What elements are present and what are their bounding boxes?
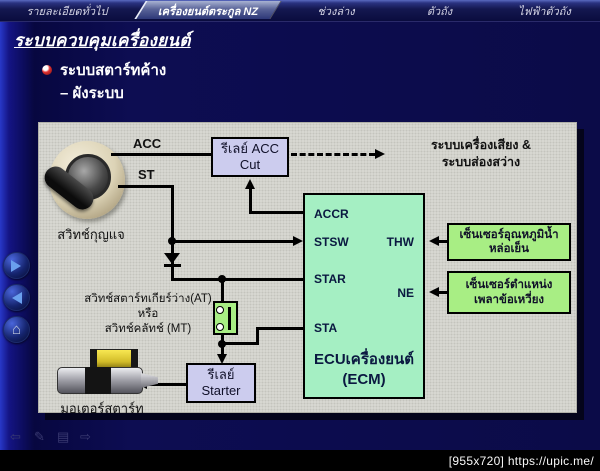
- neutral-start-switch-label: สวิทช์สตาร์ทเกียร์ว่าง(AT) หรือ สวิทช์คล…: [83, 292, 213, 337]
- sta-wire-v: [256, 327, 259, 345]
- acc-cut-relay-line2: Cut: [239, 157, 261, 172]
- forward-button[interactable]: [3, 252, 30, 279]
- coolant-sensor-line2: หล่อเย็น: [488, 243, 530, 255]
- watermark-text: [955x720] https://upic.me/: [448, 453, 594, 468]
- starter-motor-image: [53, 349, 159, 399]
- sta-wire-h2: [256, 327, 303, 330]
- acc-cut-relay-box: รีเลย์ ACC Cut: [211, 137, 289, 177]
- system-diagram-panel: สวิทช์กุญแจ ACC ST รีเล: [38, 122, 577, 416]
- accr-wire-v: [249, 187, 252, 214]
- audio-line2: ระบบส่องสว่าง: [441, 154, 521, 169]
- nav-tab-chassis[interactable]: ช่วงล่าง: [317, 5, 355, 18]
- ne-arrowhead: [429, 287, 439, 297]
- toolbar-notes-icon[interactable]: ▤: [57, 429, 70, 444]
- forward-arrow-icon: [11, 259, 27, 272]
- crank-sensor-line1: เซ็นเซอร์ตำแหน่ง: [465, 279, 553, 292]
- accr-wire-h: [249, 211, 303, 214]
- thw-arrowhead: [429, 236, 439, 246]
- dashed-arrowhead: [375, 149, 385, 159]
- page-title: ระบบควบคุมเครื่องยนต์: [14, 31, 191, 50]
- motor-nose: [141, 373, 158, 388]
- neutral-switch-line2: หรือ: [137, 307, 159, 320]
- neutral-switch-line3: สวิทช์คลัทช์ (MT): [104, 322, 192, 335]
- toolbar-back-icon[interactable]: ⇦: [10, 429, 21, 444]
- acc-cut-relay-line1: รีเลย์ ACC: [220, 140, 280, 156]
- stsw-wire: [171, 240, 295, 243]
- motor-solenoid: [90, 349, 138, 369]
- acc-wire: [111, 153, 211, 156]
- bullet-text: ระบบสตาร์ทค้าง: [60, 62, 167, 79]
- star-wire: [171, 278, 303, 281]
- home-icon: ⌂: [11, 321, 22, 338]
- st-wire-label: ST: [138, 167, 155, 182]
- switch-contact-bottom: [216, 323, 224, 331]
- neutral-switch-line1: สวิทช์สตาร์ทเกียร์ว่าง(AT): [84, 293, 212, 305]
- dashed-acc-out-wire: [291, 153, 375, 156]
- crank-position-sensor-box: เซ็นเซอร์ตำแหน่ง เพลาข้อเหวี่ยง: [447, 271, 571, 314]
- audio-lighting-text: ระบบเครื่องเสียง & ระบบส่องสว่าง: [381, 137, 581, 171]
- starter-relay-line2: Starter: [201, 383, 241, 398]
- footer-bar: [955x720] https://upic.me/: [0, 450, 600, 471]
- st-vertical-wire: [171, 185, 174, 281]
- starter-relay-box: รีเลย์ Starter: [186, 363, 256, 403]
- neutral-start-switch-symbol: [213, 301, 238, 335]
- ecm-pin-sta: STA: [314, 321, 338, 335]
- relay-motor-wire: [145, 383, 186, 386]
- toolbar-forward-icon[interactable]: ⇨: [80, 429, 91, 444]
- thw-wire: [437, 240, 447, 243]
- ecm-pin-stsw: STSW: [314, 235, 349, 249]
- coolant-sensor-line1: เซ็นเซอร์อุณหภูมิน้ำ: [459, 228, 559, 241]
- nav-tab-general[interactable]: รายละเอียดทั่วไป: [26, 5, 108, 18]
- toolbar-pencil-icon[interactable]: ✎: [34, 429, 45, 444]
- switch-upper-wire: [221, 278, 224, 301]
- ignition-key-switch-image: [40, 137, 129, 229]
- starter-relay-line1: รีเลย์: [207, 366, 235, 382]
- sub-bullet-text: – ผังระบบ: [60, 85, 124, 102]
- accr-arrowhead: [245, 179, 255, 189]
- switch-bar: [228, 307, 231, 330]
- ecm-pin-star: STAR: [314, 272, 346, 286]
- back-arrow-icon: [6, 291, 22, 304]
- st-wire: [118, 185, 174, 188]
- ecm-pin-thw: THW: [386, 235, 414, 249]
- ecm-title-line2: (ECM): [342, 371, 386, 388]
- ecm-pin-accr: ACCR: [314, 207, 349, 221]
- ecm-box: ACCR STSW STAR STA THW NE ECUเครื่องยนต์…: [303, 193, 425, 399]
- ne-wire: [437, 291, 447, 294]
- switch-contact-top: [216, 306, 224, 314]
- starter-relay-arrowhead: [217, 354, 227, 364]
- coolant-temp-sensor-box: เซ็นเซอร์อุณหภูมิน้ำ หล่อเย็น: [447, 223, 571, 261]
- junction-dot: [168, 237, 176, 245]
- diode-symbol: [164, 253, 180, 264]
- motor-band: [85, 367, 111, 394]
- top-nav: รายละเอียดทั่วไป เครื่องยนต์ตระกูล NZ ช่…: [0, 0, 600, 22]
- slide-background: รายละเอียดทั่วไป เครื่องยนต์ตระกูล NZ ช่…: [0, 0, 600, 450]
- bullet-row: ระบบสตาร์ทค้าง: [42, 58, 166, 82]
- stsw-arrowhead: [293, 236, 303, 246]
- ecm-pin-ne: NE: [397, 286, 414, 300]
- key-switch-caption: สวิทช์กุญแจ: [57, 227, 125, 242]
- home-button[interactable]: ⌂: [3, 316, 30, 343]
- bullet-sphere-icon: [42, 65, 52, 75]
- diode-bar: [164, 264, 181, 267]
- motor-caption: มอเตอร์สตาร์ท: [60, 401, 144, 416]
- nav-tab-body-electrical[interactable]: ไฟฟ้าตัวถัง: [518, 5, 571, 18]
- sta-wire-h1: [221, 342, 259, 345]
- ecm-title-line1: ECUเครื่องยนต์: [313, 351, 414, 368]
- back-button[interactable]: [3, 284, 30, 311]
- crank-sensor-line2: เพลาข้อเหวี่ยง: [473, 293, 545, 306]
- audio-line1: ระบบเครื่องเสียง &: [430, 138, 532, 152]
- acc-wire-label: ACC: [133, 136, 162, 151]
- nav-tab-engine-nz[interactable]: เครื่องยนต์ตระกูล NZ: [134, 0, 282, 21]
- nav-tab-body[interactable]: ตัวถัง: [426, 5, 453, 18]
